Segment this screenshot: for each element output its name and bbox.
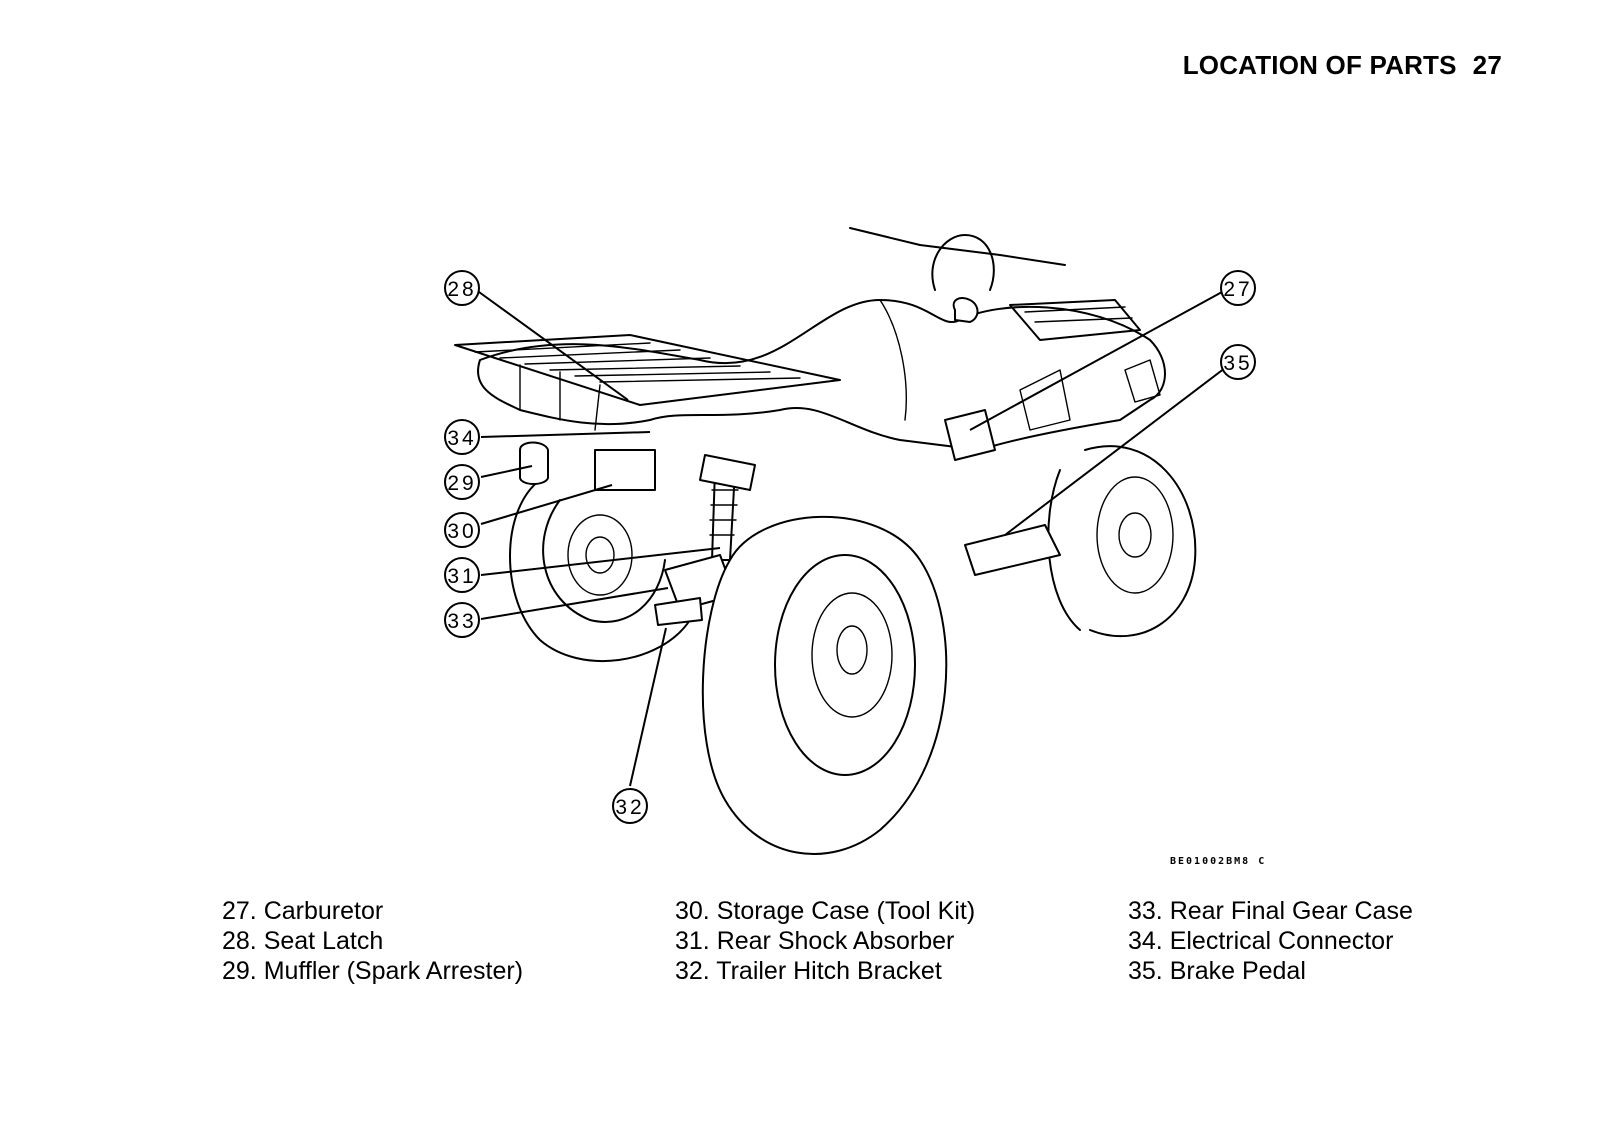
svg-text:31: 31 <box>447 565 476 588</box>
svg-text:34: 34 <box>447 427 476 450</box>
storage-case <box>594 449 656 491</box>
front-rack-handlebar <box>849 227 1141 341</box>
carburetor <box>944 409 996 461</box>
muffler <box>519 441 549 485</box>
page-header: LOCATION OF PARTS 27 <box>1183 50 1502 81</box>
legend-item: 29. Muffler (Spark Arrester) <box>222 957 524 985</box>
svg-text:27: 27 <box>1223 278 1252 301</box>
callout-32: 32 <box>612 788 648 824</box>
legend-item: 34. Electrical Connector <box>1128 927 1394 955</box>
callout-34: 34 <box>444 419 480 455</box>
callout-28: 28 <box>444 270 480 306</box>
svg-text:29: 29 <box>447 472 476 495</box>
svg-text:32: 32 <box>615 796 644 819</box>
rear-rack <box>454 334 841 431</box>
front-right-wheel <box>1047 445 1197 638</box>
legend-item: 28. Seat Latch <box>222 927 384 955</box>
callout-27: 27 <box>1220 270 1256 306</box>
rear-shock <box>699 454 756 561</box>
callout-30: 30 <box>444 512 480 548</box>
footrest <box>964 524 1061 576</box>
svg-text:30: 30 <box>447 520 476 543</box>
front-left-wheel <box>701 515 948 855</box>
legend-column-1: 27. Carburetor 28. Seat Latch 29. Muffle… <box>222 896 523 986</box>
callout-31: 31 <box>444 557 480 593</box>
svg-text:35: 35 <box>1223 352 1252 375</box>
rear-left-wheel <box>509 479 691 662</box>
section-title: LOCATION OF PARTS <box>1182 50 1457 80</box>
legend-item: 32. Trailer Hitch Bracket <box>675 957 942 985</box>
legend-item: 30. Storage Case (Tool Kit) <box>675 897 976 925</box>
legend-item: 27. Carburetor <box>222 897 384 925</box>
svg-text:33: 33 <box>447 610 476 633</box>
callout-33: 33 <box>444 602 480 638</box>
leader-lines <box>478 291 1226 787</box>
page-number: 27 <box>1472 50 1502 80</box>
legend-item: 33. Rear Final Gear Case <box>1128 897 1413 925</box>
legend-column-3: 33. Rear Final Gear Case 34. Electrical … <box>1128 896 1413 986</box>
figure-code: BE01002BM8 C <box>1170 856 1267 867</box>
svg-text:28: 28 <box>447 278 476 301</box>
legend-column-2: 30. Storage Case (Tool Kit) 31. Rear Sho… <box>675 896 975 986</box>
legend-item: 35. Brake Pedal <box>1128 957 1306 985</box>
callout-29: 29 <box>444 464 480 500</box>
legend-item: 31. Rear Shock Absorber <box>675 927 955 955</box>
atv-body <box>477 299 1166 451</box>
callout-35: 35 <box>1220 344 1256 380</box>
